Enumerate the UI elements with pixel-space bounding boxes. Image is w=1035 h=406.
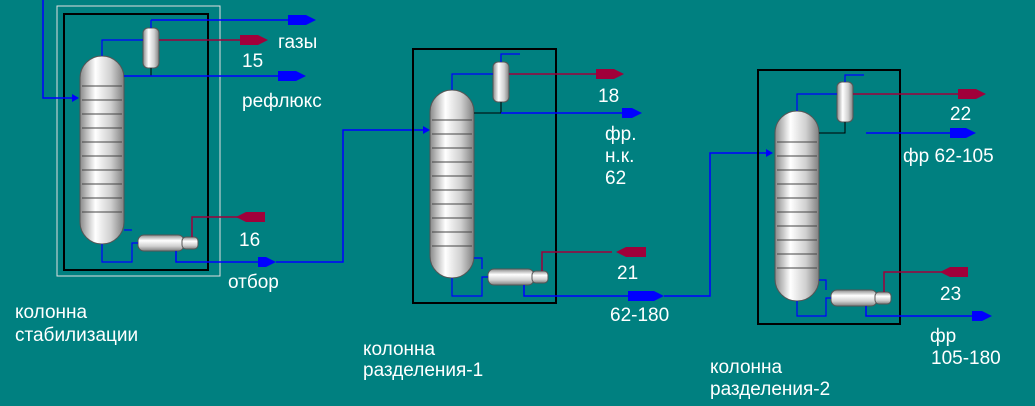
unit-name-line1: колонна: [15, 302, 88, 323]
bottom-product-line[interactable]: [175, 251, 260, 263]
feed-to-separation-2-line[interactable]: [664, 152, 770, 297]
unit-frame: [757, 69, 901, 325]
condenser-duty-arrow-icon: [596, 69, 624, 79]
reboiler-exchanger-icon[interactable]: [137, 234, 199, 252]
feed-arrow-icon: [72, 94, 79, 102]
column-vessel-icon[interactable]: [429, 89, 475, 279]
unit-name-line1: колонна: [363, 339, 436, 360]
distillate-label-line3: 62: [605, 168, 626, 189]
bottom-product-arrow-icon: [628, 291, 664, 301]
feed-stream-line[interactable]: [42, 0, 76, 99]
distillate-label-line2: н.к.: [605, 146, 634, 167]
reboiler-duty-arrow-icon: [616, 247, 646, 257]
reboiler-exchanger-icon[interactable]: [830, 289, 892, 307]
column-bottoms-line: [796, 297, 831, 317]
condenser-outlet-line: [474, 102, 502, 114]
gas-stream-arrow-icon: [288, 15, 316, 25]
unit-separation-column-2[interactable]: 22 фр 62-105 23 фр 105-180 колонна разде…: [710, 69, 1001, 400]
reboiler-duty-line[interactable]: [191, 216, 238, 237]
unit-stabilization-column[interactable]: газы 15 рефлюкс 16 отбор колонна стабили…: [15, 0, 322, 346]
column-bottoms-line: [101, 242, 138, 263]
reboiler-duty-label: 16: [239, 230, 260, 251]
gas-stream-label: газы: [278, 32, 317, 53]
condenser-duty-label: 15: [242, 51, 263, 72]
unit-name-line1: колонна: [710, 357, 783, 378]
reboiler-exchanger-icon[interactable]: [487, 268, 549, 286]
condenser-outlet-line: [124, 68, 152, 77]
unit-selection-box: [56, 5, 221, 277]
reboiler-duty-line[interactable]: [541, 251, 612, 271]
bottom-product-arrow-icon: [972, 311, 992, 321]
condenser-vessel-icon[interactable]: [492, 61, 510, 103]
reboiler-vapor-return-line: [474, 257, 483, 269]
unit-name-line2: стабилизации: [15, 325, 138, 346]
distillate-stream-arrow-icon: [950, 128, 976, 138]
bottom-product-arrow-icon: [258, 257, 276, 267]
overhead-vapor-line: [451, 73, 493, 90]
condenser-duty-arrow-icon: [958, 89, 986, 99]
reboiler-duty-label: 23: [940, 284, 961, 305]
overhead-vapor-line: [101, 39, 143, 56]
unit-name-line2: разделения-2: [710, 379, 830, 400]
reflux-stream-arrow-icon: [278, 71, 306, 81]
overhead-vapor-line: [796, 93, 837, 111]
unit-frame: [63, 13, 209, 271]
bottom-product-label-line2: 105-180: [931, 348, 1001, 369]
column-bottoms-line: [451, 276, 488, 297]
distillate-stream-arrow-icon: [622, 108, 642, 118]
column-vessel-icon[interactable]: [774, 110, 820, 302]
condenser-duty-arrow-icon: [240, 35, 268, 45]
feed-to-separation-2-arrow-icon: [766, 149, 773, 157]
condenser-duty-label: 22: [950, 104, 971, 125]
bottom-product-line[interactable]: [865, 306, 982, 317]
bottom-product-label: отбор: [228, 272, 279, 293]
unit-name-line2: разделения-1: [363, 360, 483, 381]
feed-to-separation-1-line[interactable]: [276, 129, 428, 263]
reboiler-duty-label: 21: [617, 263, 638, 284]
distillate-label: фр 62-105: [903, 146, 994, 167]
condenser-outlet-line: [819, 122, 846, 134]
condenser-vessel-icon[interactable]: [142, 27, 160, 69]
distillate-label-line1: фр.: [605, 124, 636, 145]
bottom-product-label: 62-180: [610, 305, 669, 326]
bottom-product-label-line1: фр: [930, 326, 956, 347]
bottom-product-line[interactable]: [523, 285, 650, 297]
unit-separation-column-1[interactable]: 18 фр. н.к. 62 21 62-180 колонна разделе…: [363, 48, 669, 381]
reboiler-vapor-return-line: [819, 279, 827, 290]
unit-frame: [412, 48, 557, 304]
condenser-vessel-icon[interactable]: [836, 81, 854, 123]
reboiler-duty-arrow-icon: [236, 212, 265, 222]
reflux-stream-label: рефлюкс: [242, 91, 322, 112]
feed-to-separation-1-arrow-icon: [423, 126, 430, 134]
reboiler-duty-arrow-icon: [940, 267, 968, 277]
condenser-duty-label: 18: [598, 86, 619, 107]
column-vessel-icon[interactable]: [79, 55, 125, 245]
overhead-vent-line: [844, 74, 864, 82]
reboiler-duty-line[interactable]: [883, 271, 942, 292]
overhead-vent-line: [500, 53, 520, 62]
